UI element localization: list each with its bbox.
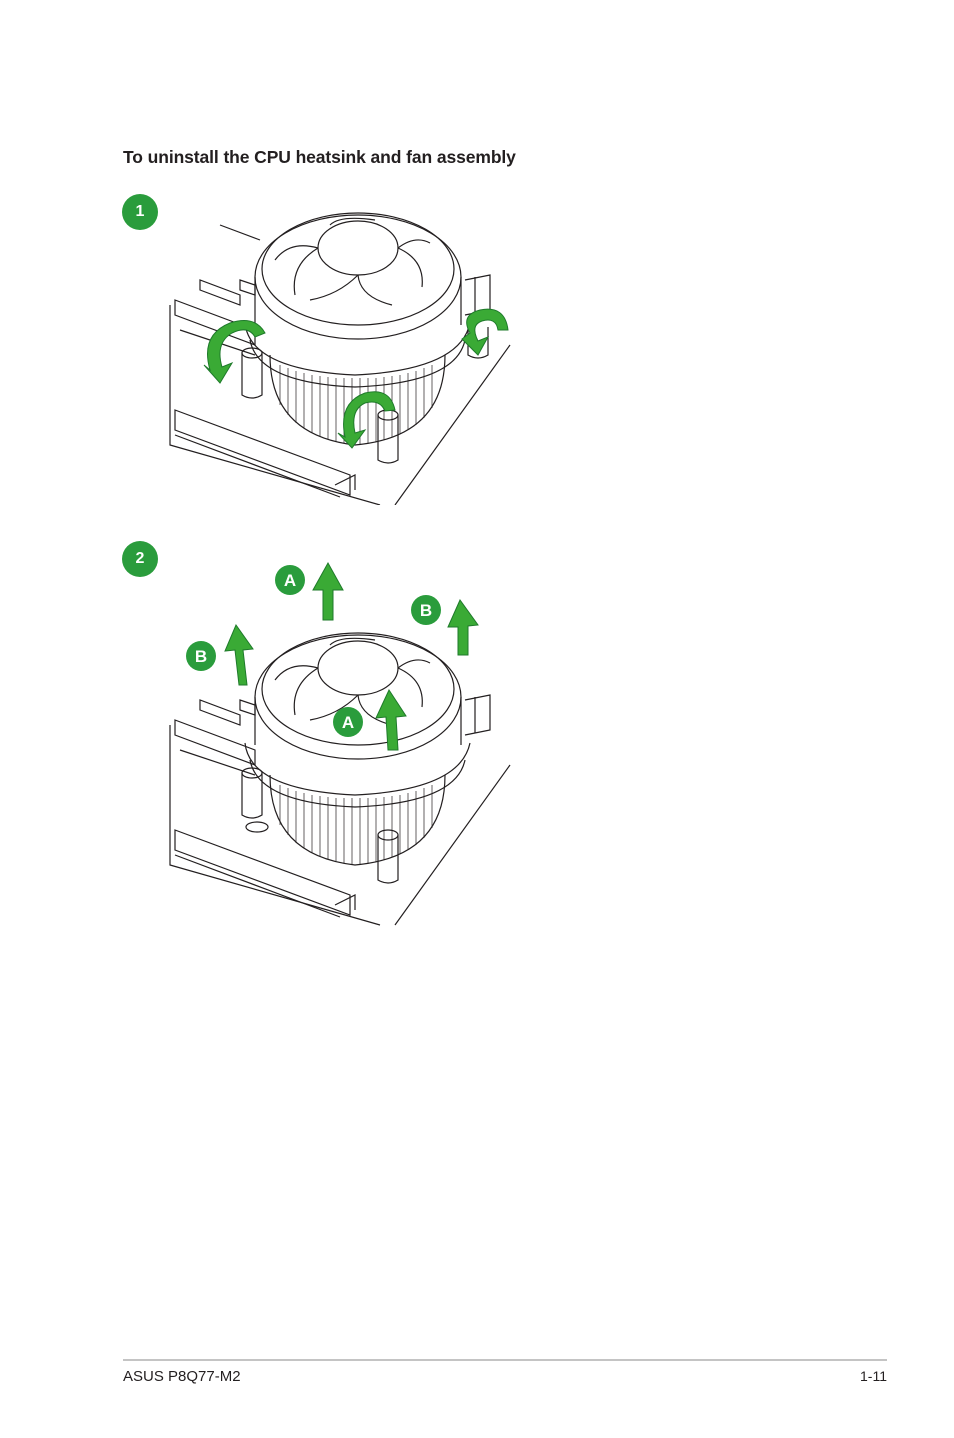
- section-heading: To uninstall the CPU heatsink and fan as…: [123, 147, 516, 167]
- label-b-left: B: [186, 641, 216, 671]
- label-b-right: B: [411, 595, 441, 625]
- svg-text:A: A: [284, 571, 296, 590]
- label-a-fan: A: [333, 707, 363, 737]
- footer-divider: [123, 1359, 887, 1361]
- step-2-badge: 2: [122, 541, 158, 577]
- footer-product-name: ASUS P8Q77-M2: [123, 1368, 241, 1385]
- step-2-number: 2: [135, 550, 145, 567]
- svg-text:A: A: [342, 713, 354, 732]
- svg-text:B: B: [195, 647, 207, 666]
- label-a-top: A: [275, 565, 305, 595]
- step-1-illustration: [169, 212, 511, 505]
- footer-page-number: 1-11: [860, 1368, 887, 1384]
- svg-text:B: B: [420, 601, 432, 620]
- step-2-illustration: A A B B: [169, 561, 511, 926]
- step-1-badge: 1: [122, 194, 158, 230]
- step-1-number: 1: [135, 203, 145, 220]
